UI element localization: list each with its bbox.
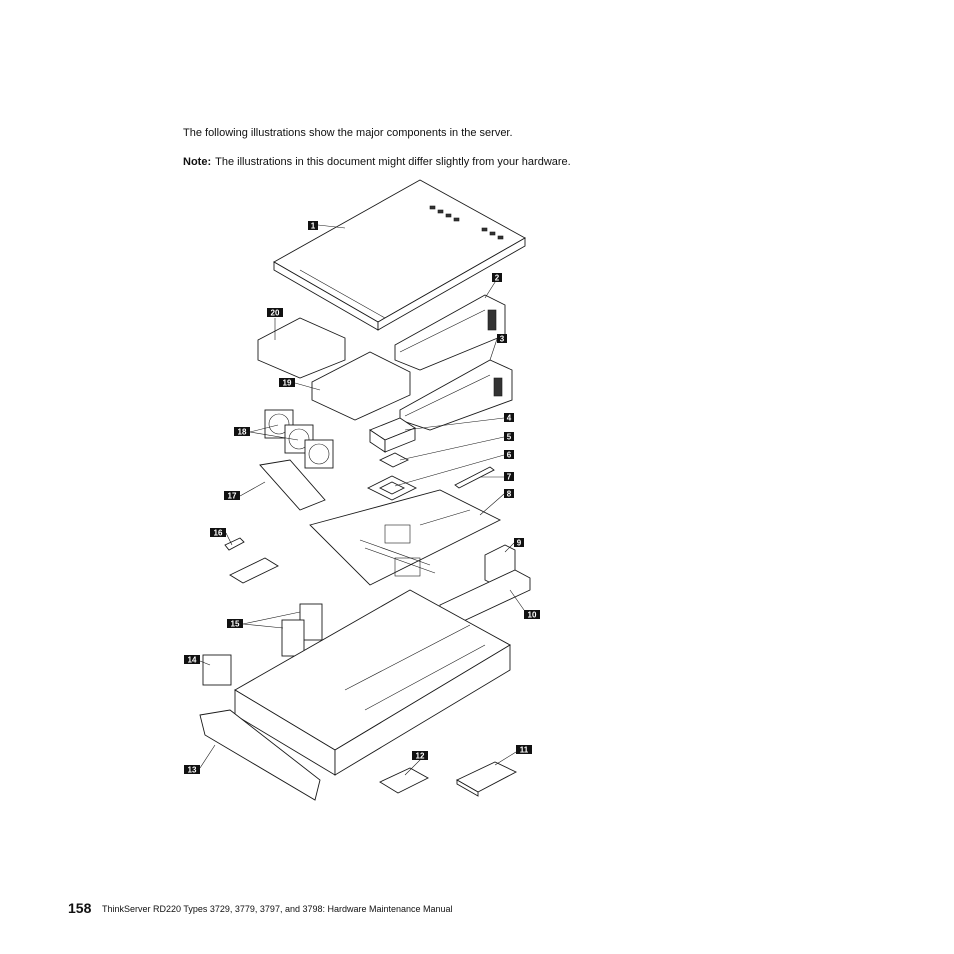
- callout-16: 16: [210, 528, 226, 538]
- part-fan-duct: [311, 351, 411, 421]
- part-system-board: [309, 489, 502, 586]
- intro-paragraph: The following illustrations show the maj…: [183, 127, 513, 139]
- note-text: The illustrations in this document might…: [215, 156, 571, 168]
- svg-text:13: 13: [188, 766, 197, 775]
- svg-text:3: 3: [500, 335, 505, 344]
- part-memory-module: [454, 466, 495, 489]
- svg-text:15: 15: [231, 620, 240, 629]
- part-front-bezel: [199, 709, 321, 801]
- note-label: Note:: [183, 156, 212, 168]
- callout-leader-lines: [199, 224, 525, 776]
- svg-text:2: 2: [495, 274, 500, 283]
- callout-20: 20: [267, 308, 283, 318]
- callout-4: 4: [504, 413, 514, 423]
- callout-11: 11: [516, 745, 532, 755]
- svg-text:20: 20: [271, 309, 280, 318]
- callout-10: 10: [524, 610, 540, 620]
- svg-text:4: 4: [507, 414, 512, 423]
- note-paragraph: Note:The illustrations in this document …: [183, 156, 571, 168]
- part-riser-card-assembly-lower: [399, 359, 513, 431]
- part-cable-guide: [257, 317, 346, 379]
- callout-8: 8: [504, 489, 514, 499]
- svg-text:16: 16: [214, 529, 223, 538]
- part-microprocessor: [378, 452, 410, 468]
- callout-13: 13: [184, 765, 200, 775]
- callout-2: 2: [492, 273, 502, 283]
- part-chassis: [234, 589, 511, 776]
- callout-6: 6: [504, 450, 514, 460]
- svg-text:5: 5: [507, 433, 512, 442]
- svg-text:6: 6: [507, 451, 512, 460]
- svg-text:8: 8: [507, 490, 512, 499]
- callout-15: 15: [227, 619, 243, 629]
- svg-text:7: 7: [507, 473, 512, 482]
- callout-1: 1: [308, 221, 318, 231]
- svg-text:1: 1: [311, 222, 316, 231]
- svg-text:14: 14: [188, 656, 197, 665]
- part-operator-panel: [379, 767, 429, 794]
- callout-19: 19: [279, 378, 295, 388]
- callout-17: 17: [224, 491, 240, 501]
- callout-7: 7: [504, 472, 514, 482]
- part-fans: [264, 409, 334, 469]
- part-retention-bracket: [366, 475, 418, 501]
- part-optical-drive: [456, 761, 518, 797]
- callout-9: 9: [514, 538, 524, 548]
- svg-text:18: 18: [238, 428, 247, 437]
- callout-18: 18: [234, 427, 250, 437]
- svg-text:12: 12: [416, 752, 425, 761]
- callout-5: 5: [504, 432, 514, 442]
- part-backplanes: [281, 603, 323, 657]
- callout-12: 12: [412, 751, 428, 761]
- svg-text:17: 17: [228, 492, 237, 501]
- part-air-baffle: [259, 459, 326, 511]
- part-hard-disk-drive: [202, 654, 232, 686]
- svg-text:11: 11: [520, 746, 529, 755]
- callout-3: 3: [497, 334, 507, 344]
- footer-title: ThinkServer RD220 Types 3729, 3779, 3797…: [102, 904, 453, 914]
- page-number: 158: [68, 900, 92, 916]
- part-top-cover: [273, 179, 526, 331]
- svg-text:9: 9: [517, 539, 522, 548]
- svg-text:19: 19: [283, 379, 292, 388]
- callout-14: 14: [184, 655, 200, 665]
- part-riser-card: [224, 537, 279, 584]
- part-heat-sink: [369, 417, 416, 453]
- svg-text:10: 10: [528, 611, 537, 620]
